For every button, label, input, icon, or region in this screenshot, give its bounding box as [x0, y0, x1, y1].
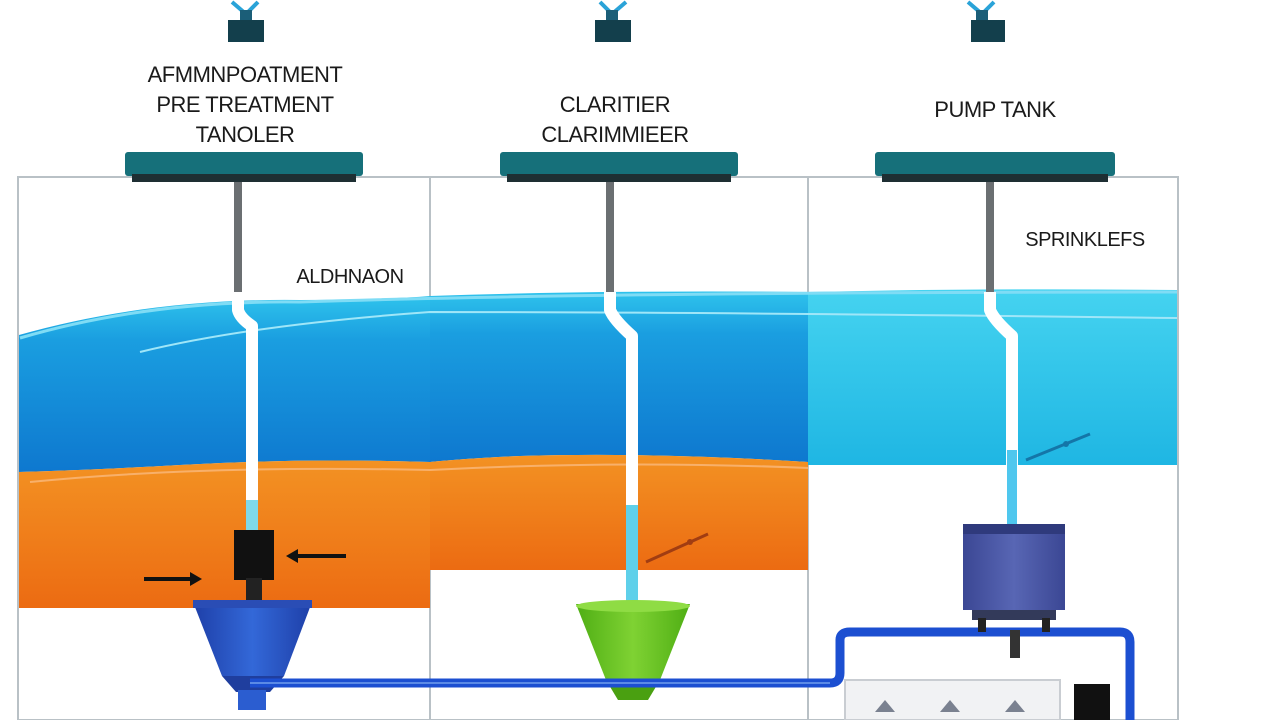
valve-stem — [246, 578, 262, 604]
pre-treatment-label-line-2: PRE TREATMENT — [156, 92, 334, 117]
pipe-pre-treatment — [234, 182, 242, 292]
clarifier-label-line-2: CLARIMMIEER — [541, 122, 689, 147]
arrow-left-icon — [286, 549, 346, 563]
marker-icon — [645, 532, 709, 564]
cone-rim — [193, 600, 312, 608]
water-surface-line — [19, 290, 1178, 340]
cone-outlet — [238, 690, 266, 710]
pipe-clarifier — [606, 182, 614, 292]
clarifier-label: CLARITIER CLARIMMIEER — [495, 90, 735, 150]
pump-icon — [963, 524, 1065, 658]
arrow-right-icon — [144, 572, 202, 586]
sprinkler-icon — [228, 0, 264, 42]
clarifier-label-line-1: CLARITIER — [559, 92, 671, 117]
sprinkler-icon — [595, 0, 631, 42]
pre-treatment-label-line-1: AFMMNPOATMENT — [147, 62, 343, 87]
water-layer-clarifier — [430, 291, 808, 462]
alum-label: ALDHNAON — [296, 266, 404, 288]
sprinklers-label: SPRINKLEFS — [1025, 229, 1145, 251]
tube-clarifier — [604, 292, 638, 605]
water-layer-pre-treatment — [19, 296, 430, 472]
cone-rim — [576, 600, 690, 612]
valve-icon — [234, 530, 274, 580]
tank-cap-clarifier — [500, 152, 738, 182]
water-layer-pump-tank — [808, 289, 1177, 465]
tank-cap-pump — [875, 152, 1115, 182]
sludge-layer-pre-treatment — [19, 460, 430, 608]
sludge-layer-clarifier — [430, 454, 808, 570]
pipe-pump — [986, 182, 994, 292]
marker-icon — [1025, 432, 1091, 462]
sprinkler-icon — [966, 0, 1005, 42]
water-surface-line — [139, 310, 1178, 353]
control-unit-icon — [844, 679, 1110, 720]
clarifier-cone — [576, 604, 690, 680]
tube-fill — [626, 505, 638, 605]
pre-treatment-label-line-3: TANOLER — [195, 122, 295, 147]
flow-pipe — [250, 627, 1135, 720]
tube-pump — [984, 292, 1018, 590]
sludge-surface-line — [29, 463, 809, 483]
pre-treatment-label: AFMMNPOATMENT PRE TREATMENT TANOLER — [125, 60, 365, 150]
tube-pre-treatment — [232, 292, 258, 530]
tank-cap-pre-treatment — [125, 152, 363, 182]
pump-tank-label: PUMP TANK — [934, 97, 1056, 122]
pre-treatment-cone — [193, 602, 312, 676]
tube-fill — [246, 500, 258, 530]
